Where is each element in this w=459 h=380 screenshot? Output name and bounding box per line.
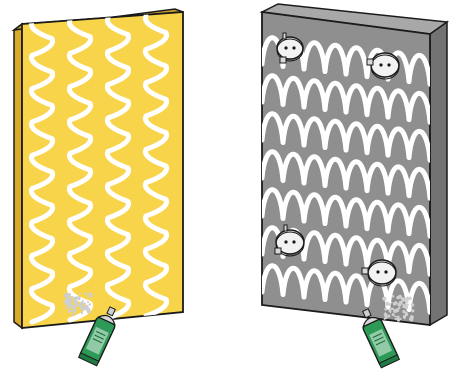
mist-particle — [73, 309, 76, 313]
mist-particle — [402, 310, 406, 314]
mist-particle — [402, 315, 407, 319]
mist-particle — [394, 301, 398, 305]
foam-squiggle — [262, 73, 430, 125]
mist-particle — [82, 299, 85, 302]
mist-particle — [66, 292, 70, 297]
mist-particle — [63, 299, 67, 304]
mist-particle — [406, 303, 409, 306]
mist-particle — [64, 307, 67, 310]
foam-squiggles-yellow — [28, 13, 170, 325]
mist-particle — [79, 292, 81, 295]
mist-particle — [397, 294, 403, 299]
mist-particle — [67, 306, 72, 310]
wall-anchor-icon — [276, 32, 304, 64]
mist-particle — [389, 308, 392, 310]
mist-particle — [88, 292, 93, 297]
mist-particle — [85, 292, 88, 295]
mist-particle — [88, 303, 91, 306]
mist-particle — [87, 296, 90, 299]
mist-particle — [390, 307, 394, 311]
mist-particle — [76, 295, 81, 300]
mist-particle — [391, 313, 395, 317]
mist-particle — [384, 316, 388, 320]
mist-particle — [387, 314, 391, 318]
mist-particle — [385, 301, 389, 306]
mist-particle — [84, 292, 87, 296]
spray-mist — [63, 292, 93, 316]
mist-particle — [73, 299, 78, 304]
mist-particle — [404, 305, 409, 310]
wall-anchor-icon — [361, 259, 397, 287]
mist-particle — [382, 296, 387, 301]
foam-squiggle — [262, 149, 430, 201]
mist-particle — [405, 296, 410, 301]
mist-particle — [87, 307, 91, 311]
mist-particle — [404, 311, 408, 315]
spray-mist — [382, 294, 415, 322]
mist-particle — [65, 297, 68, 300]
mist-particle — [73, 296, 78, 301]
mist-particle — [71, 312, 75, 316]
mist-particle — [388, 303, 391, 306]
mist-particle — [399, 317, 402, 321]
mist-particle — [402, 303, 405, 307]
mist-particle — [398, 306, 401, 310]
foam-squiggle — [104, 15, 132, 321]
mist-particle — [70, 296, 74, 300]
mist-particle — [411, 318, 413, 321]
foam-squiggle — [28, 19, 56, 325]
mist-particle — [78, 303, 83, 308]
foam-squiggle — [262, 263, 430, 315]
mist-particle — [398, 303, 400, 305]
mist-particle — [394, 317, 397, 321]
mist-particle — [67, 299, 72, 304]
gray-panel — [259, 3, 450, 327]
mist-particle — [389, 310, 392, 313]
mist-particle — [403, 299, 407, 302]
mist-particle — [74, 303, 79, 307]
spray-can-icon — [77, 306, 116, 367]
mist-particle — [396, 315, 400, 319]
mist-particle — [410, 303, 415, 307]
mist-particle — [68, 302, 72, 307]
yellow-panel — [11, 8, 184, 330]
mist-particle — [86, 309, 91, 314]
mist-particle — [86, 300, 90, 304]
foam-squiggle — [66, 17, 94, 323]
yellow-panel-side — [13, 22, 23, 330]
mist-particle — [394, 315, 397, 318]
yellow-panel-face — [21, 11, 184, 329]
mist-particle — [84, 306, 89, 311]
mist-particle — [80, 311, 84, 315]
mist-particle — [81, 306, 85, 310]
foam-squiggle — [262, 111, 430, 163]
mist-particle — [384, 307, 388, 311]
gray-panel-side — [429, 20, 448, 327]
mist-particle — [73, 305, 77, 309]
foam-squiggle — [142, 13, 170, 319]
spray-can-icon — [362, 308, 401, 369]
mist-particle — [406, 300, 409, 303]
wall-anchor-icon — [274, 224, 305, 257]
mist-particle — [383, 312, 388, 317]
mist-particle — [409, 315, 414, 320]
mist-particle — [411, 309, 415, 313]
mist-particle — [70, 309, 73, 312]
wall-anchor-icon — [366, 52, 400, 80]
mist-particle — [391, 295, 395, 298]
mist-particle — [390, 301, 393, 304]
mist-particle — [396, 318, 401, 322]
mist-particle — [83, 302, 86, 305]
mist-particle — [395, 308, 400, 313]
mist-particle — [408, 297, 412, 301]
foam-squiggle — [262, 187, 430, 239]
mist-particle — [67, 309, 72, 313]
